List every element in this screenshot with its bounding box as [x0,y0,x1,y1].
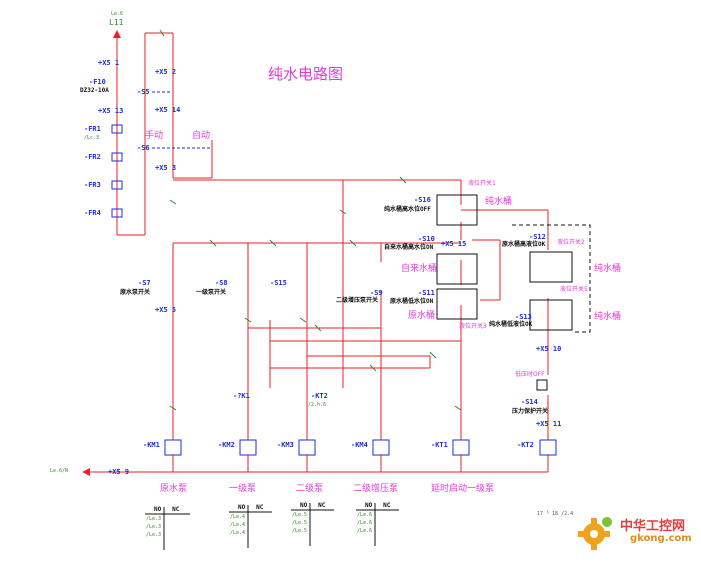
breaker-spec: DZ32-10A [80,87,109,94]
terminal-x5-13: +X5 13 [98,107,124,115]
tank-tap-water: 自来水桶 [401,264,438,274]
switch-s12-label: 液位开关2 [557,239,585,246]
noNC-header-4: NO NC [365,502,391,509]
noNC-ref-4a: /Le.6 [357,512,373,518]
noNC-ref-1c: /Le.3 [146,532,162,538]
noNC-ref-1b: /Le.3 [146,524,162,530]
supply-line-label: L11 [109,18,124,27]
switch-s10: -S10 [418,235,435,243]
tank-raw-water: 原水桶 [408,311,436,321]
coil-km2: -KM2 [218,441,235,449]
switch-s13-label: 液位开关3 [459,323,487,330]
switch-s16-desc: 纯水桶高水位OFF [384,206,431,213]
fr2-tag: -FR2 [84,153,101,161]
mode-manual-label: 手动 [145,131,164,141]
relay-kt2: -KT2 [311,392,328,400]
relay-kt2-ref: /2.h.6 [308,402,327,408]
terminal-x5-14: +X5 14 [155,106,181,114]
switch-s12-desc: 原水桶高液位OK [502,241,546,248]
switch-s8-desc: 一级泵开关 [196,289,227,296]
noNC-ref-4b: /Le.6 [357,520,373,526]
terminal-x5-2: +X5 2 [155,68,177,76]
coil-km3: -KM3 [277,441,294,449]
relay-k1: -?K1 [233,392,250,400]
switch-s8: -S8 [215,279,228,287]
switch-s12: -S12 [529,233,546,241]
tank-pure-3: 纯水桶 [594,312,622,322]
switch-s14-desc: 压力保护开关 [512,408,549,415]
switch-s15: -S15 [270,279,287,287]
level-switch-5-label: 液位开关5 [560,286,588,293]
switch-s10-desc: 自来水桶高水位ON [384,244,434,251]
noNC-ref-3a: /Le.5 [292,512,308,518]
supply-ref-top: Le.6 [111,11,124,17]
noNC-ref-2a: /Le.4 [230,514,246,520]
noNC-ref-2c: /Le.4 [230,530,246,536]
fr1-tag: -FR1 [84,125,101,133]
noNC-ref-4c: /Le.6 [357,528,373,534]
breaker-tag: -F10 [89,78,106,86]
switch-s16-label: 液位开关1 [468,180,496,187]
mode-auto-label: 自动 [192,131,211,141]
noNC-ref-2b: /Le.4 [230,522,246,528]
fr1-ref: /Lc.3 [84,135,100,141]
group-stage2-pump: 二级泵 [296,484,324,494]
logo-title: 中华工控网 [620,519,686,534]
switch-s9: -S9 [370,289,383,297]
group-raw-pump: 原水泵 [160,484,188,494]
switch-s5: -S5 [137,88,150,96]
diagram-title: 纯水电路图 [268,65,344,83]
coil-km4: -KM4 [351,441,368,449]
group-delayed-stage1: 延时启动一级泵 [431,484,495,494]
switch-s16: -S16 [414,196,431,204]
coil-km1: -KM1 [143,441,160,449]
terminal-x5-5: +X5 5 [155,306,177,314]
site-logo: 中华工控网 gkong.com [572,512,694,552]
switch-s13: -S13 [515,313,532,321]
footnote-contact: 17 ╰ 18 /2.4 [537,511,574,517]
switch-s14-label: 低压时OFF [515,371,545,378]
switch-s11: -S11 [418,289,435,297]
terminal-x5-3: +X5 3 [155,164,177,172]
switch-s11-desc: 原水桶低水位ON [390,298,434,305]
switch-s7: -S7 [138,279,151,287]
switch-s13-desc: 纯水桶低液位OK [489,321,533,328]
switch-s9-desc: 二级增压泵开关 [336,297,379,304]
tank-pure-1: 纯水桶 [485,197,513,207]
group-stage1-pump: 一级泵 [229,484,257,494]
coil-kt2: -KT2 [517,441,534,449]
switch-s6: -S6 [137,144,150,152]
noNC-header-1: NO NC [154,506,180,513]
terminal-x5-15: +X5 15 [441,240,467,248]
neutral-ref: Le.6/N [50,468,69,474]
group-booster-pump: 二级增压泵 [353,484,399,494]
fr3-tag: -FR3 [84,181,101,189]
switch-s14: -S14 [521,398,538,406]
terminal-x5-10: +X5 10 [536,345,562,353]
noNC-header-2: NO NC [238,504,264,511]
tank-pure-2: 纯水桶 [594,264,622,274]
coil-kt1: -KT1 [431,441,448,449]
switch-s7-desc: 原水泵开关 [120,289,151,296]
fr4-tag: -FR4 [84,209,101,217]
noNC-ref-1a: /Le.3 [146,516,162,522]
terminal-x5-11: +X5 11 [536,420,562,428]
terminal-x5-1: +X5 1 [98,59,120,67]
neutral-terminal: +X5 9 [108,468,130,476]
gear-icon [578,517,612,550]
noNC-header-3: NO NC [300,502,326,509]
logo-url: gkong.com [630,533,692,544]
noNC-ref-3b: /Le.5 [292,520,308,526]
noNC-ref-3c: /Le.5 [292,528,308,534]
